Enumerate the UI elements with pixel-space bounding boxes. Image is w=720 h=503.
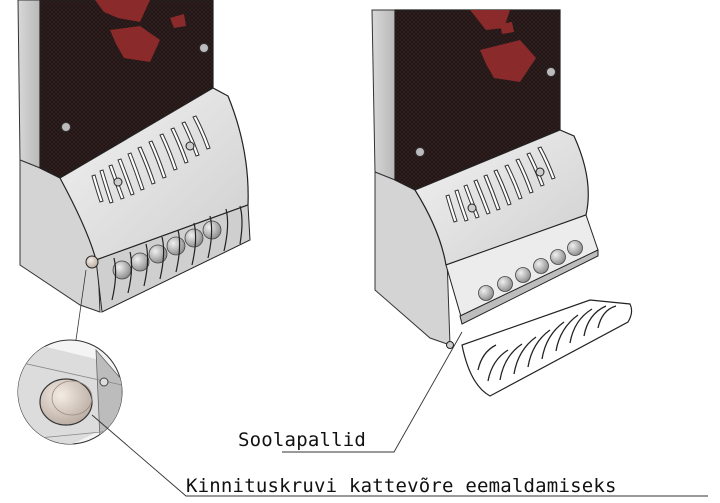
right-open-grille-bars [477, 305, 617, 382]
right-open-grille [461, 299, 633, 397]
left-heater-unit [17, 0, 251, 313]
right-heater-unit [371, 9, 633, 397]
right-panel-bolt-bottom [415, 147, 425, 157]
left-panel-bolt-top [199, 43, 209, 53]
fixing-screw-callout: Kinnituskruvi kattevõre eemaldamiseks [91, 414, 708, 497]
screw-detail-magnifier-icon [17, 269, 123, 445]
left-panel-pattern [95, 0, 186, 62]
left-panel-bolt-bottom [61, 122, 71, 132]
fixing-screw-leader-line [91, 414, 708, 497]
detail-screw-head [39, 378, 93, 426]
left-salt-balls [112, 220, 222, 280]
left-grille-bars [111, 205, 243, 301]
right-side-panel [371, 9, 396, 181]
fixing-screw-label: Kinnituskruvi kattevõre eemaldamiseks [186, 475, 617, 497]
right-tray-rail [459, 249, 599, 325]
right-cover-screw-1 [467, 203, 477, 213]
right-panel-bolt-top [546, 67, 556, 77]
salt-balls-callout: Soolapallid [238, 331, 463, 453]
salt-balls-leader-line [282, 331, 463, 453]
right-panel-pattern [470, 10, 536, 82]
right-hinge-screw [446, 341, 454, 349]
left-cover-screw-1 [113, 177, 123, 187]
left-side-panel [17, 0, 41, 169]
left-cover-slots [91, 115, 211, 204]
detail-connector-line [75, 269, 87, 341]
right-salt-balls [478, 240, 583, 301]
left-fixing-screw [85, 255, 99, 269]
right-cover-screw-2 [535, 167, 545, 177]
salt-balls-label: Soolapallid [238, 429, 366, 451]
left-cover-screw-2 [185, 141, 195, 151]
